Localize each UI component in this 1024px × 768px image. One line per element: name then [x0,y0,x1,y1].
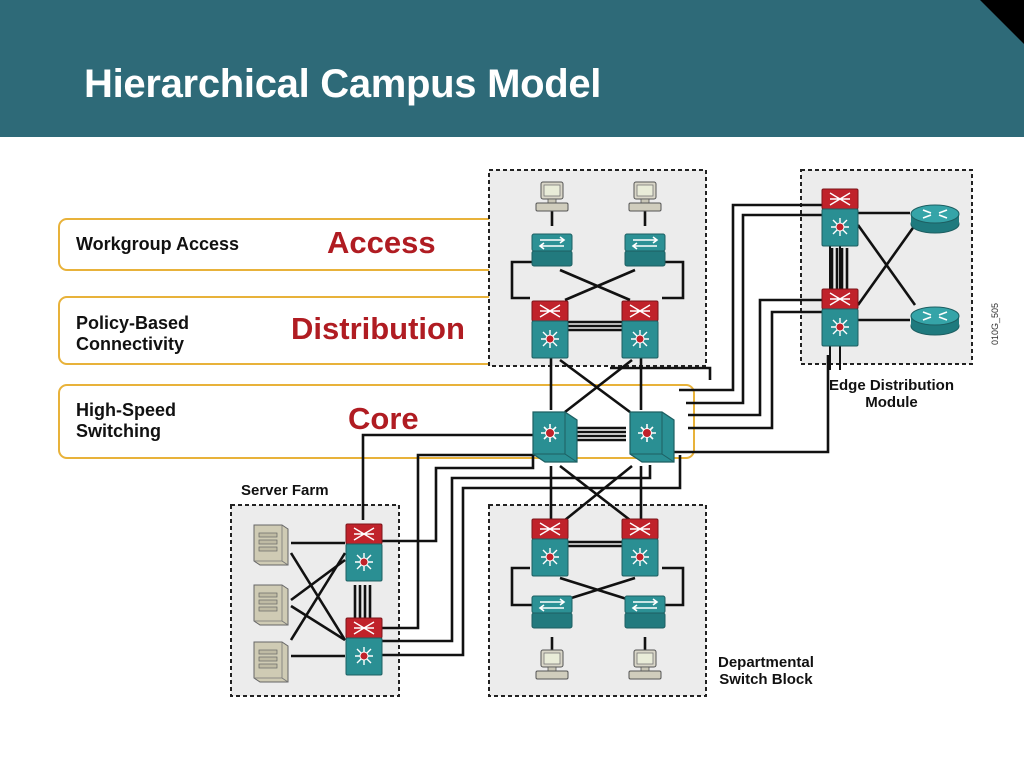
header-corner-decoration [980,0,1024,44]
access-switch-icon [531,233,573,267]
distribution-layer-description: Policy-Based Connectivity [76,313,190,354]
access-switch-icon [531,595,573,629]
workstation-icon [628,649,662,680]
multilayer-switch-icon [821,188,859,247]
slide-header: Hierarchical Campus Model [0,0,1024,137]
access-layer-description: Workgroup Access [76,234,240,254]
multilayer-switch-icon [621,518,659,577]
server-farm-caption: Server Farm [241,482,329,499]
departmental-block [488,504,707,697]
core-layer-name: Core [348,401,419,436]
core-layer-description: High-Speed Switching [76,400,177,441]
router-icon [910,204,960,234]
server-icon [253,641,289,683]
core-switch-icon [532,411,578,463]
access-layer-name: Access [327,225,436,260]
slide-title: Hierarchical Campus Model [84,62,602,106]
access-switch-icon [624,595,666,629]
access-switch-icon [624,233,666,267]
core-layer-band [58,384,695,459]
router-icon [910,306,960,336]
server-icon [253,584,289,626]
multilayer-switch-icon [345,523,383,582]
figure-code: 010G_505 [990,302,1000,345]
server-icon [253,524,289,566]
multilayer-switch-icon [531,300,569,359]
distribution-layer-name: Distribution [291,311,465,346]
workstation-icon [628,181,662,212]
multilayer-switch-icon [531,518,569,577]
multilayer-switch-icon [821,288,859,347]
multilayer-switch-icon [621,300,659,359]
workstation-icon [535,649,569,680]
multilayer-switch-icon [345,617,383,676]
edge-distribution-caption: Edge Distribution Module [829,377,954,411]
departmental-caption: Departmental Switch Block [718,654,814,688]
network-links [289,190,917,658]
workstation-icon [535,181,569,212]
core-switch-icon [629,411,675,463]
building-access-block [488,169,707,367]
